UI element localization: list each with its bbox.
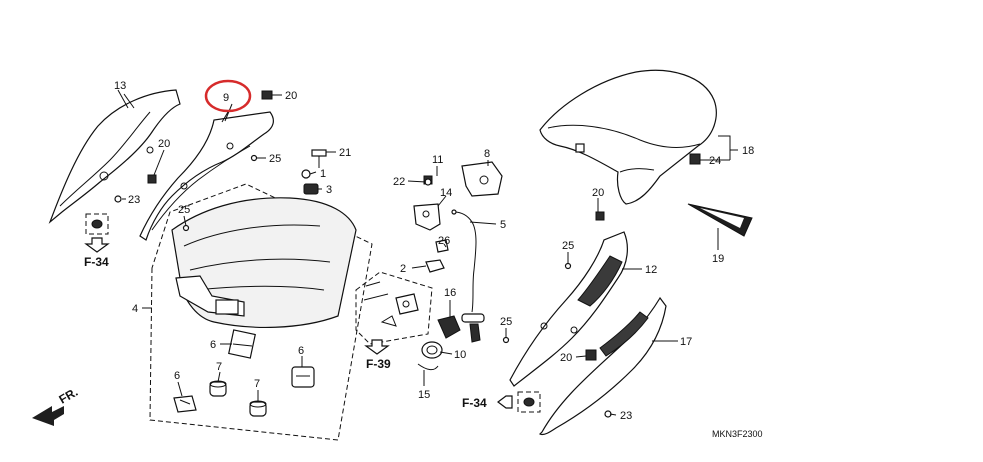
ring-10 [421, 341, 443, 359]
fastener-20-right [595, 211, 605, 221]
label-15: 15 [418, 389, 430, 401]
fastener-20-top [261, 90, 273, 100]
label-11: 11 [432, 154, 443, 166]
diagram-code: MKN3F2300 [712, 429, 763, 439]
lock-cylinder-16 [437, 313, 485, 343]
label-12: 12 [645, 264, 657, 276]
label-1: 1 [320, 168, 326, 180]
ref-arrow-f34-left [84, 237, 110, 253]
seat-bracket-assembly [149, 183, 373, 441]
bracket-6-center [228, 329, 256, 359]
label-25-c: 25 [562, 240, 574, 252]
label-7-left: 7 [216, 361, 222, 373]
label-20-bottom: 20 [560, 352, 572, 364]
grommet-right [517, 391, 541, 413]
ref-arrow-f39 [364, 339, 390, 355]
label-6-left: 6 [174, 370, 180, 382]
clip-15 [417, 363, 439, 371]
ref-f34-left: F-34 [84, 255, 109, 269]
label-22: 22 [393, 176, 405, 188]
label-24: 24 [709, 155, 721, 167]
label-10: 10 [454, 349, 466, 361]
label-9[interactable]: 9 [223, 92, 229, 104]
label-17: 17 [680, 336, 692, 348]
rubber-7-right [249, 400, 267, 417]
label-20-left: 20 [158, 138, 170, 150]
highlight-circle [204, 79, 252, 113]
label-16: 16 [444, 287, 456, 299]
fastener-20-left [147, 174, 157, 184]
front-label: FR. [57, 385, 81, 407]
label-4: 4 [132, 303, 138, 315]
screw-25-b [182, 224, 190, 232]
inset-detail-box [355, 271, 433, 345]
fastener-20-bottom [585, 349, 597, 361]
leader-lines [122, 93, 738, 416]
screw-25-c [564, 262, 572, 270]
clip-3 [303, 183, 319, 195]
ref-f39: F-39 [366, 357, 391, 371]
collar-1 [301, 169, 311, 179]
label-25-b: 25 [178, 204, 190, 216]
label-18: 18 [742, 145, 754, 157]
bolt-21 [311, 149, 327, 168]
label-20-right: 20 [592, 187, 604, 199]
label-6-right: 6 [298, 345, 304, 357]
grommet-left [85, 213, 109, 235]
label-20-top: 20 [285, 90, 297, 102]
label-14: 14 [440, 187, 452, 199]
ref-f34-right: F-34 [462, 396, 487, 410]
label-5: 5 [500, 219, 506, 231]
ref-arrow-f34-right [497, 395, 513, 409]
screw-23-left [114, 195, 122, 203]
screw-25-d [502, 336, 510, 344]
label-8: 8 [484, 148, 490, 160]
label-7-right: 7 [254, 378, 260, 390]
front-arrow [32, 406, 64, 426]
label-19: 19 [712, 253, 724, 265]
screw-25-a [250, 154, 258, 162]
label-25-d: 25 [500, 316, 512, 328]
label-25-a: 25 [269, 153, 281, 165]
label-23-left: 23 [128, 194, 140, 206]
label-3: 3 [326, 184, 332, 196]
side-cover-left [48, 89, 181, 224]
emblem-19 [687, 203, 753, 237]
label-2: 2 [400, 263, 406, 275]
bracket-6-right [291, 366, 315, 388]
label-6-center: 6 [210, 339, 216, 351]
label-26: 26 [438, 235, 450, 247]
side-cover-right-lower [538, 296, 667, 436]
side-cover-right [509, 231, 628, 387]
label-21: 21 [339, 147, 351, 159]
inner-cover-9 [139, 103, 274, 241]
nut-24 [689, 153, 701, 165]
rubber-7-left [209, 380, 227, 397]
bracket-6-left [173, 395, 197, 413]
rear-seat [539, 69, 717, 205]
label-13: 13 [114, 80, 126, 92]
label-23-right: 23 [620, 410, 632, 422]
